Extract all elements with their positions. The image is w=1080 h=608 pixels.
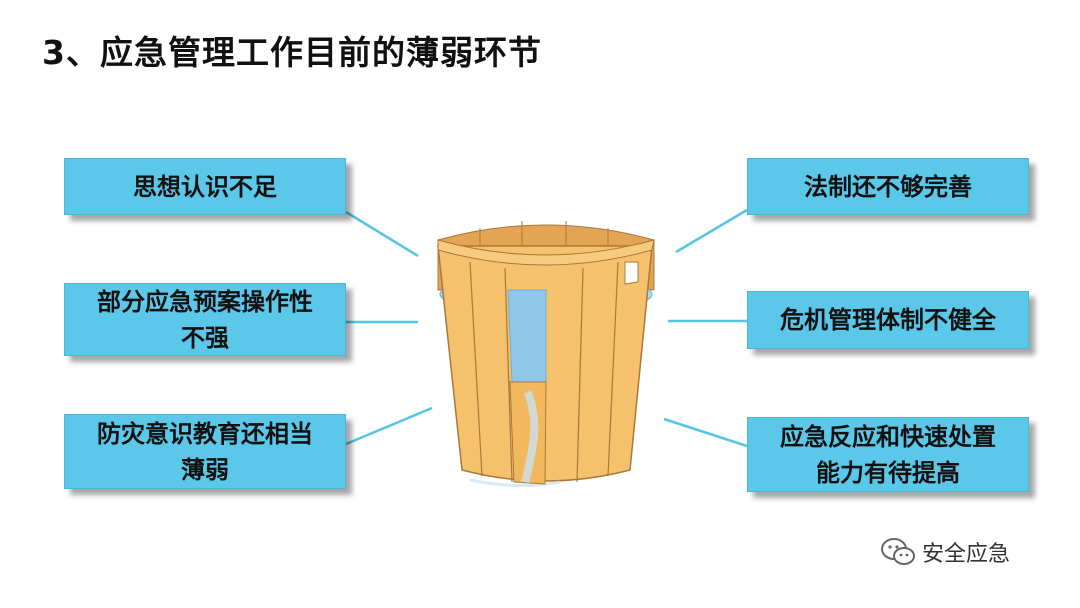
- watermark-label: 安全应急: [922, 542, 1011, 567]
- weakness-box-2-line-2: 不强: [181, 323, 229, 352]
- weakness-box-2-line-1: 部分应急预案操作性: [97, 287, 313, 316]
- weakness-box-4: 法制还不够完善: [747, 158, 1029, 215]
- weakness-box-3-line-1: 防灾意识教育还相当: [97, 419, 313, 448]
- connector-line-1: [345, 210, 419, 258]
- weakness-box-2: 部分应急预案操作性 不强: [64, 283, 346, 356]
- connector-line-4: [675, 208, 748, 254]
- weakness-box-3: 防灾意识教育还相当 薄弱: [64, 414, 346, 489]
- weakness-box-3-line-2: 薄弱: [181, 455, 229, 484]
- wechat-icon: [881, 538, 915, 565]
- weakness-box-1: 思想认识不足: [64, 158, 346, 215]
- weakness-box-5-line-1: 危机管理体制不健全: [780, 306, 996, 334]
- watermark: 安全应急: [880, 536, 1010, 568]
- weakness-box-6-line-2: 能力有待提高: [816, 458, 960, 487]
- page-title: 3、应急管理工作目前的薄弱环节: [42, 33, 542, 72]
- weakness-box-5: 危机管理体制不健全: [747, 291, 1029, 349]
- weakness-box-6-line-1: 应急反应和快速处置: [780, 422, 996, 451]
- weakness-box-6: 应急反应和快速处置 能力有待提高: [747, 417, 1029, 492]
- connector-line-6: [663, 417, 748, 448]
- weakness-box-1-line-1: 思想认识不足: [133, 172, 277, 201]
- connector-line-3: [345, 406, 433, 446]
- weakness-box-4-line-1: 法制还不够完善: [804, 172, 972, 201]
